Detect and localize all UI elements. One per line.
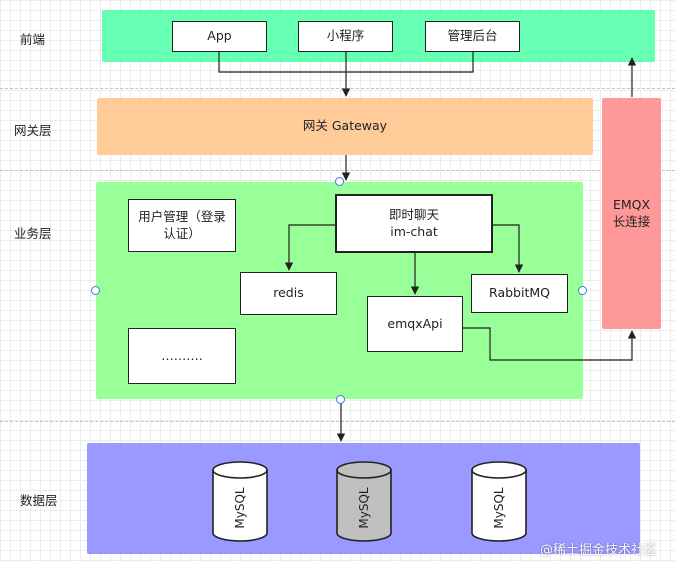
arrow-imchat-to-redis bbox=[284, 224, 335, 271]
emqx-label-line2: 长连接 bbox=[612, 213, 651, 229]
admin-label: 管理后台 bbox=[447, 28, 498, 44]
selection-handle-left[interactable] bbox=[91, 286, 100, 295]
im-chat-box: 即时聊天 im-chat bbox=[335, 194, 493, 253]
emqx-label-line1: EMQX bbox=[612, 196, 651, 212]
layer-label-frontend: 前端 bbox=[20, 32, 46, 47]
more-services-box: ………. bbox=[128, 328, 236, 384]
admin-box: 管理后台 bbox=[425, 21, 520, 52]
im-chat-label-line2: im-chat bbox=[390, 223, 438, 239]
connector-admin bbox=[346, 52, 474, 73]
mysql-cylinder-3 bbox=[471, 461, 527, 542]
mysql-cylinder-1 bbox=[212, 461, 268, 542]
user-mgmt-box: 用户管理（登录认证） bbox=[128, 199, 236, 252]
mysql-label-2: MySQL bbox=[357, 487, 371, 529]
layer-divider bbox=[0, 88, 675, 89]
selection-handle-right[interactable] bbox=[578, 286, 587, 295]
emqx-region: EMQX 长连接 bbox=[602, 98, 661, 329]
emqx-api-box: emqxApi bbox=[367, 296, 463, 352]
selection-handle-bottom[interactable] bbox=[336, 395, 345, 404]
watermark: @稀土掘金技术社区 bbox=[540, 543, 658, 558]
more-services-label: ………. bbox=[161, 347, 203, 363]
connector-app bbox=[218, 52, 346, 73]
rabbitmq-label: RabbitMQ bbox=[489, 285, 550, 301]
user-mgmt-label: 用户管理（登录认证） bbox=[138, 208, 226, 241]
layer-label-business: 业务层 bbox=[14, 226, 52, 241]
redis-box: redis bbox=[240, 272, 337, 315]
redis-label: redis bbox=[273, 285, 304, 301]
im-chat-label-line1: 即时聊天 bbox=[388, 206, 439, 222]
selection-handle-top[interactable] bbox=[335, 177, 344, 186]
rabbitmq-box: RabbitMQ bbox=[471, 274, 568, 313]
mysql-label-3: MySQL bbox=[492, 487, 506, 529]
miniprogram-label: 小程序 bbox=[326, 28, 365, 44]
emqx-api-label: emqxApi bbox=[387, 315, 443, 331]
layer-divider bbox=[0, 421, 675, 422]
layer-label-data: 数据层 bbox=[20, 493, 58, 508]
gateway-label: 网关 Gateway bbox=[302, 118, 388, 134]
arrow-emqxapi-to-emqx bbox=[463, 327, 637, 361]
gateway-region: 网关 Gateway bbox=[97, 98, 593, 155]
app-label: App bbox=[207, 28, 232, 44]
app-box: App bbox=[172, 21, 267, 52]
arrow-imchat-to-rabbitmq bbox=[492, 224, 524, 273]
miniprogram-box: 小程序 bbox=[298, 21, 393, 52]
mysql-label-1: MySQL bbox=[233, 487, 247, 529]
layer-divider bbox=[0, 170, 675, 171]
mysql-cylinder-2 bbox=[336, 461, 392, 542]
layer-label-gateway: 网关层 bbox=[14, 123, 52, 138]
